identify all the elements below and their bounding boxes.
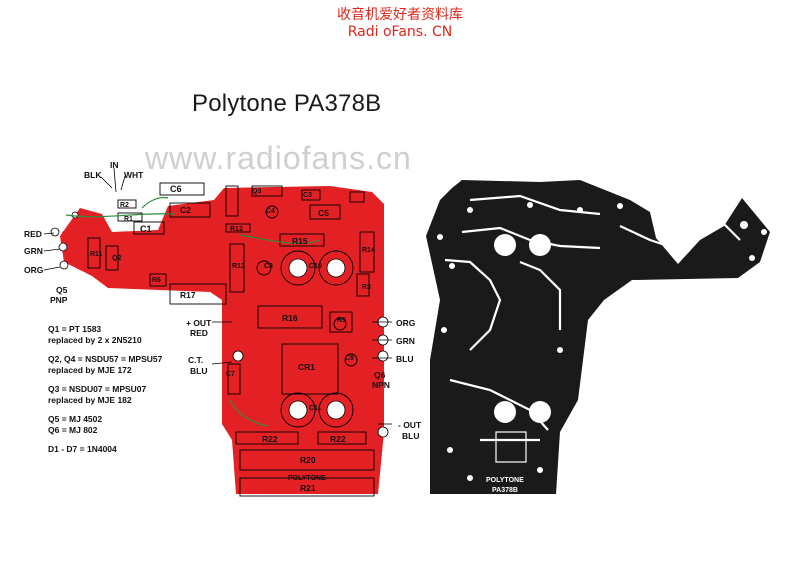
site-title-en: Radi oFans. CN [347,24,453,40]
note-q1-replacement: replaced by 2 x 2N5210 [48,335,142,345]
label-c1: C1 [140,224,152,234]
label-c7: C7 [226,371,235,378]
note-q2-q4: Q2, Q4 = NSDU57 = MPSU57 [48,354,163,364]
wire-label-ct-color: BLU [190,366,208,376]
label-c3: C3 [303,192,312,199]
label-r16: R16 [282,313,298,323]
board-label-bottom-2: PA378B [492,487,518,494]
wire-label-npn: NPN [372,380,390,390]
label-c9: C9 [345,355,354,362]
label-q3: Q3 [252,188,262,195]
note-q6: Q6 = MJ 802 [48,425,98,435]
wire-label-wht: WHT [124,170,144,180]
pcb-bottom-layer [426,180,770,494]
page-title: Polytone PA378B [192,90,382,117]
label-r1: R1 [124,216,133,223]
wire-label-grn-right: GRN [396,336,415,346]
wire-label-out-neg-color: BLU [402,431,420,441]
label-r22-right: R22 [330,434,346,444]
board-label-top-1: POLYTONE [288,475,326,482]
wire-label-org-right: ORG [396,318,416,328]
label-r21: R21 [300,483,316,493]
label-r12: R12 [230,226,243,233]
label-r15: R15 [292,236,308,246]
wire-label-out-pos: + OUT [186,318,212,328]
watermark: www.radiofans.cn [145,140,412,176]
label-r6: R6 [152,277,161,284]
note-q3-replacement: replaced by MJE 182 [48,395,132,405]
label-c2: C2 [180,205,191,215]
label-r22-left: R22 [262,434,278,444]
wire-label-out-neg: - OUT [398,420,422,430]
wire-label-q5: Q5 [56,285,68,295]
label-c10: C10 [309,263,322,270]
site-title-cn: 收音机爱好者资料库 [337,7,463,23]
label-c8: C8 [264,263,273,270]
label-r13: R13 [232,263,245,270]
wire-label-red: RED [24,229,42,239]
label-r20: R20 [300,455,316,465]
label-c6: C6 [170,184,182,194]
wire-label-pnp: PNP [50,295,68,305]
note-q5: Q5 = MJ 4502 [48,414,103,424]
label-r5: R5 [337,317,346,324]
label-c5: C5 [318,208,329,218]
wire-label-q6: Q6 [374,370,386,380]
label-r17: R17 [180,290,196,300]
label-r14: R14 [362,247,375,254]
note-diodes: D1 - D7 = 1N4004 [48,444,117,454]
note-q1: Q1 = PT 1583 [48,324,102,334]
label-cr1: CR1 [298,362,316,372]
wire-label-in: IN [110,160,119,170]
wire-label-out-pos-color: RED [190,328,208,338]
wire-label-blk: BLK [84,170,102,180]
board-label-bottom-1: POLYTONE [486,477,524,484]
label-r2: R2 [120,202,129,209]
wire-label-grn: GRN [24,246,43,256]
note-q2-q4-replacement: replaced by MJE 172 [48,365,132,375]
wire-label-blu-right: BLU [396,354,414,364]
label-c4: C4 [266,208,275,215]
wire-label-ct: C.T. [188,355,204,365]
label-q2: Q2 [112,255,122,262]
label-r3: R3 [362,284,371,291]
label-r11: R11 [90,251,103,258]
label-c11: C11 [309,405,322,412]
note-q3: Q3 = NSDU07 = MPSU07 [48,384,147,394]
wire-label-org: ORG [24,265,44,275]
